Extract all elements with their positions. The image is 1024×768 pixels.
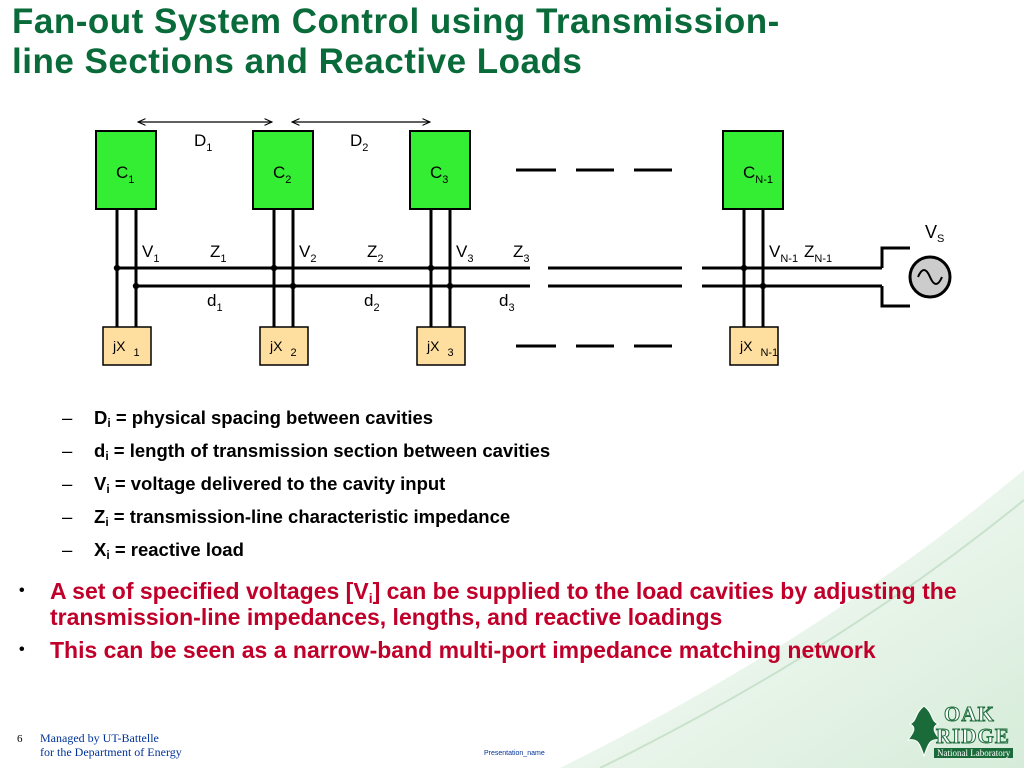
logo-text-lab: National Laboratory <box>934 748 1014 758</box>
bullet-item: •A set of specified voltages [Vi] can be… <box>19 578 957 630</box>
bullet-list: •A set of specified voltages [Vi] can be… <box>16 578 1006 670</box>
cavity-label: C1 <box>116 163 134 186</box>
impedance-label: ZN-1 <box>804 242 832 265</box>
cavity-label: CN-1 <box>743 163 773 186</box>
voltage-label: V3 <box>456 242 473 265</box>
reactive-load-box <box>729 326 779 366</box>
impedance-label: Z3 <box>513 242 530 265</box>
impedance-label: Z1 <box>210 242 227 265</box>
definition-item: –Vi = voltage delivered to the cavity in… <box>62 473 446 496</box>
junction-dot <box>427 264 435 272</box>
footer-managed-by: Managed by UT-Battelle for the Departmen… <box>40 731 182 759</box>
presentation-name: Presentation_name <box>484 750 545 757</box>
definition-item: –Xi = reactive load <box>62 539 244 562</box>
definition-item: –Di = physical spacing between cavities <box>62 407 434 430</box>
junction-dot <box>446 282 454 290</box>
source-connection <box>880 246 910 268</box>
spacing-label: D1 <box>194 131 212 154</box>
reactive-load-box <box>102 326 152 366</box>
definitions-list: –Di = physical spacing between cavities … <box>62 403 550 568</box>
junction-dot <box>132 282 140 290</box>
logo-text-oak: OAK <box>944 702 995 727</box>
bullet-marker: • <box>19 641 25 658</box>
junction-dot <box>740 264 748 272</box>
reactive-load-box <box>416 326 466 366</box>
cavity-box <box>95 130 157 210</box>
bullet-item: •This can be seen as a narrow-band multi… <box>19 637 876 663</box>
junction-dot <box>270 264 278 272</box>
title-line-2: line Sections and Reactive Loads <box>12 42 583 81</box>
title-line-1: Fan-out System Control using Transmissio… <box>12 2 780 41</box>
bullet-marker: • <box>19 582 25 599</box>
voltage-label: V2 <box>299 242 316 265</box>
definition-item: –Zi = transmission-line characteristic i… <box>62 506 511 529</box>
slide-title: Fan-out System Control using Transmissio… <box>12 2 1012 82</box>
logo-text-ridge: RIDGE <box>936 724 1010 749</box>
junction-dot <box>113 264 121 272</box>
length-label: d1 <box>207 291 223 314</box>
cavity-box <box>252 130 314 210</box>
spacing-label: D2 <box>350 131 368 154</box>
cavity-label: C2 <box>273 163 291 186</box>
junction-dot <box>759 282 767 290</box>
source-label: VS <box>925 222 944 245</box>
oak-ridge-logo: OAK RIDGE National Laboratory <box>906 702 1018 764</box>
oak-leaf-icon <box>906 705 942 758</box>
sine-icon <box>917 269 943 285</box>
impedance-label: Z2 <box>367 242 384 265</box>
page-number: 6 <box>17 733 23 745</box>
cavity-label: C3 <box>430 163 448 186</box>
length-label: d3 <box>499 291 515 314</box>
voltage-source: VS <box>908 222 952 299</box>
reactive-load-box <box>259 326 309 366</box>
length-label: d2 <box>364 291 380 314</box>
voltage-label: VN-1 <box>769 242 798 265</box>
cavity-box <box>409 130 471 210</box>
junction-dot <box>289 282 297 290</box>
voltage-label: V1 <box>142 242 159 265</box>
definition-item: –di = length of transmission section bet… <box>62 440 551 463</box>
cavity-box <box>722 130 784 210</box>
